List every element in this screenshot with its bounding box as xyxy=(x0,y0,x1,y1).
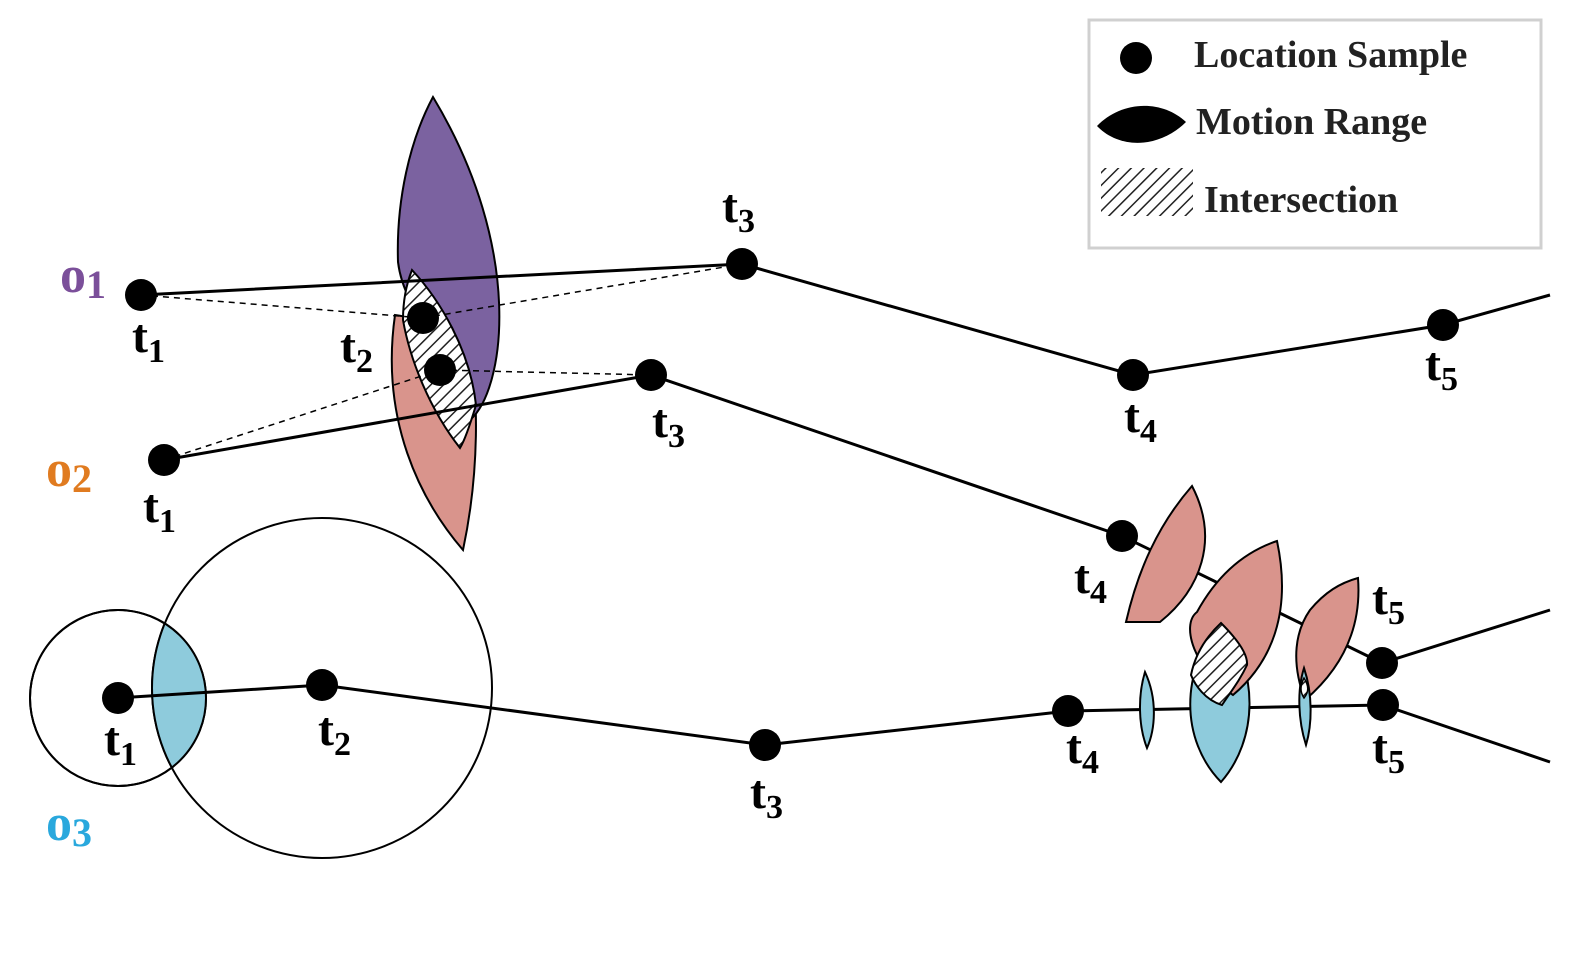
intersection-sliver xyxy=(1300,676,1309,700)
o1-sample-t3 xyxy=(726,248,758,280)
legend: Location Sample Motion Range Intersectio… xyxy=(1087,18,1543,250)
o3-sample-t4 xyxy=(1052,695,1084,727)
o2-motion-range-right-3 xyxy=(1295,576,1360,702)
o3-sample-t5 xyxy=(1367,689,1399,721)
o2-sample-t5 xyxy=(1366,647,1398,679)
o1-time-label-t2: t2 xyxy=(340,320,373,380)
o3-time-label-t5: t5 xyxy=(1372,721,1405,781)
o1-time-label-t4: t4 xyxy=(1124,390,1157,450)
o3-time-label-t4: t4 xyxy=(1066,721,1099,781)
o2-sample-t1 xyxy=(148,444,180,476)
legend-intersection-icon xyxy=(1101,168,1193,216)
o2-time-label-t5: t5 xyxy=(1372,572,1405,632)
legend-location-sample-icon xyxy=(1120,42,1152,74)
legend-intersection-label: Intersection xyxy=(1204,179,1398,221)
o1-time-label-t1: t1 xyxy=(132,310,165,370)
o3-sample-t2 xyxy=(306,669,338,701)
o3-sample-t3 xyxy=(749,729,781,761)
object-label-o3: o3 xyxy=(46,795,92,855)
location-samples xyxy=(102,248,1459,761)
o3-time-label-t2: t2 xyxy=(318,703,351,763)
o1-sample-t5 xyxy=(1427,309,1459,341)
legend-motion-range-icon xyxy=(1097,105,1186,143)
o3-sample-t1 xyxy=(102,682,134,714)
o2-sample-t3 xyxy=(635,359,667,391)
intersection-right xyxy=(1189,621,1249,707)
o1-sample-t2 xyxy=(407,302,439,334)
dashed-lines xyxy=(140,263,743,461)
o2-motion-range-right-1 xyxy=(1124,484,1207,623)
o1-time-label-t5: t5 xyxy=(1425,338,1458,398)
object-label-o1: o1 xyxy=(60,247,106,307)
object-label-o2: o2 xyxy=(46,441,92,501)
o2-time-label-t1: t1 xyxy=(143,480,176,540)
o1-sample-t4 xyxy=(1117,359,1149,391)
o1-sample-t1 xyxy=(125,279,157,311)
legend-location-sample-label: Location Sample xyxy=(1194,34,1467,76)
o2-time-label-t3: t3 xyxy=(652,395,685,455)
o2-sample-t4 xyxy=(1106,520,1138,552)
o3-time-label-t3: t3 xyxy=(750,766,783,826)
o3-time-label-t1: t1 xyxy=(104,713,137,773)
o2-time-label-t4: t4 xyxy=(1074,551,1107,611)
o2-sample-t2 xyxy=(424,354,456,386)
o3-range-lens xyxy=(151,610,206,786)
legend-motion-range-label: Motion Range xyxy=(1196,101,1427,143)
o3-motion-range-sliver-1 xyxy=(1138,669,1155,751)
o1-time-label-t3: t3 xyxy=(722,180,755,240)
